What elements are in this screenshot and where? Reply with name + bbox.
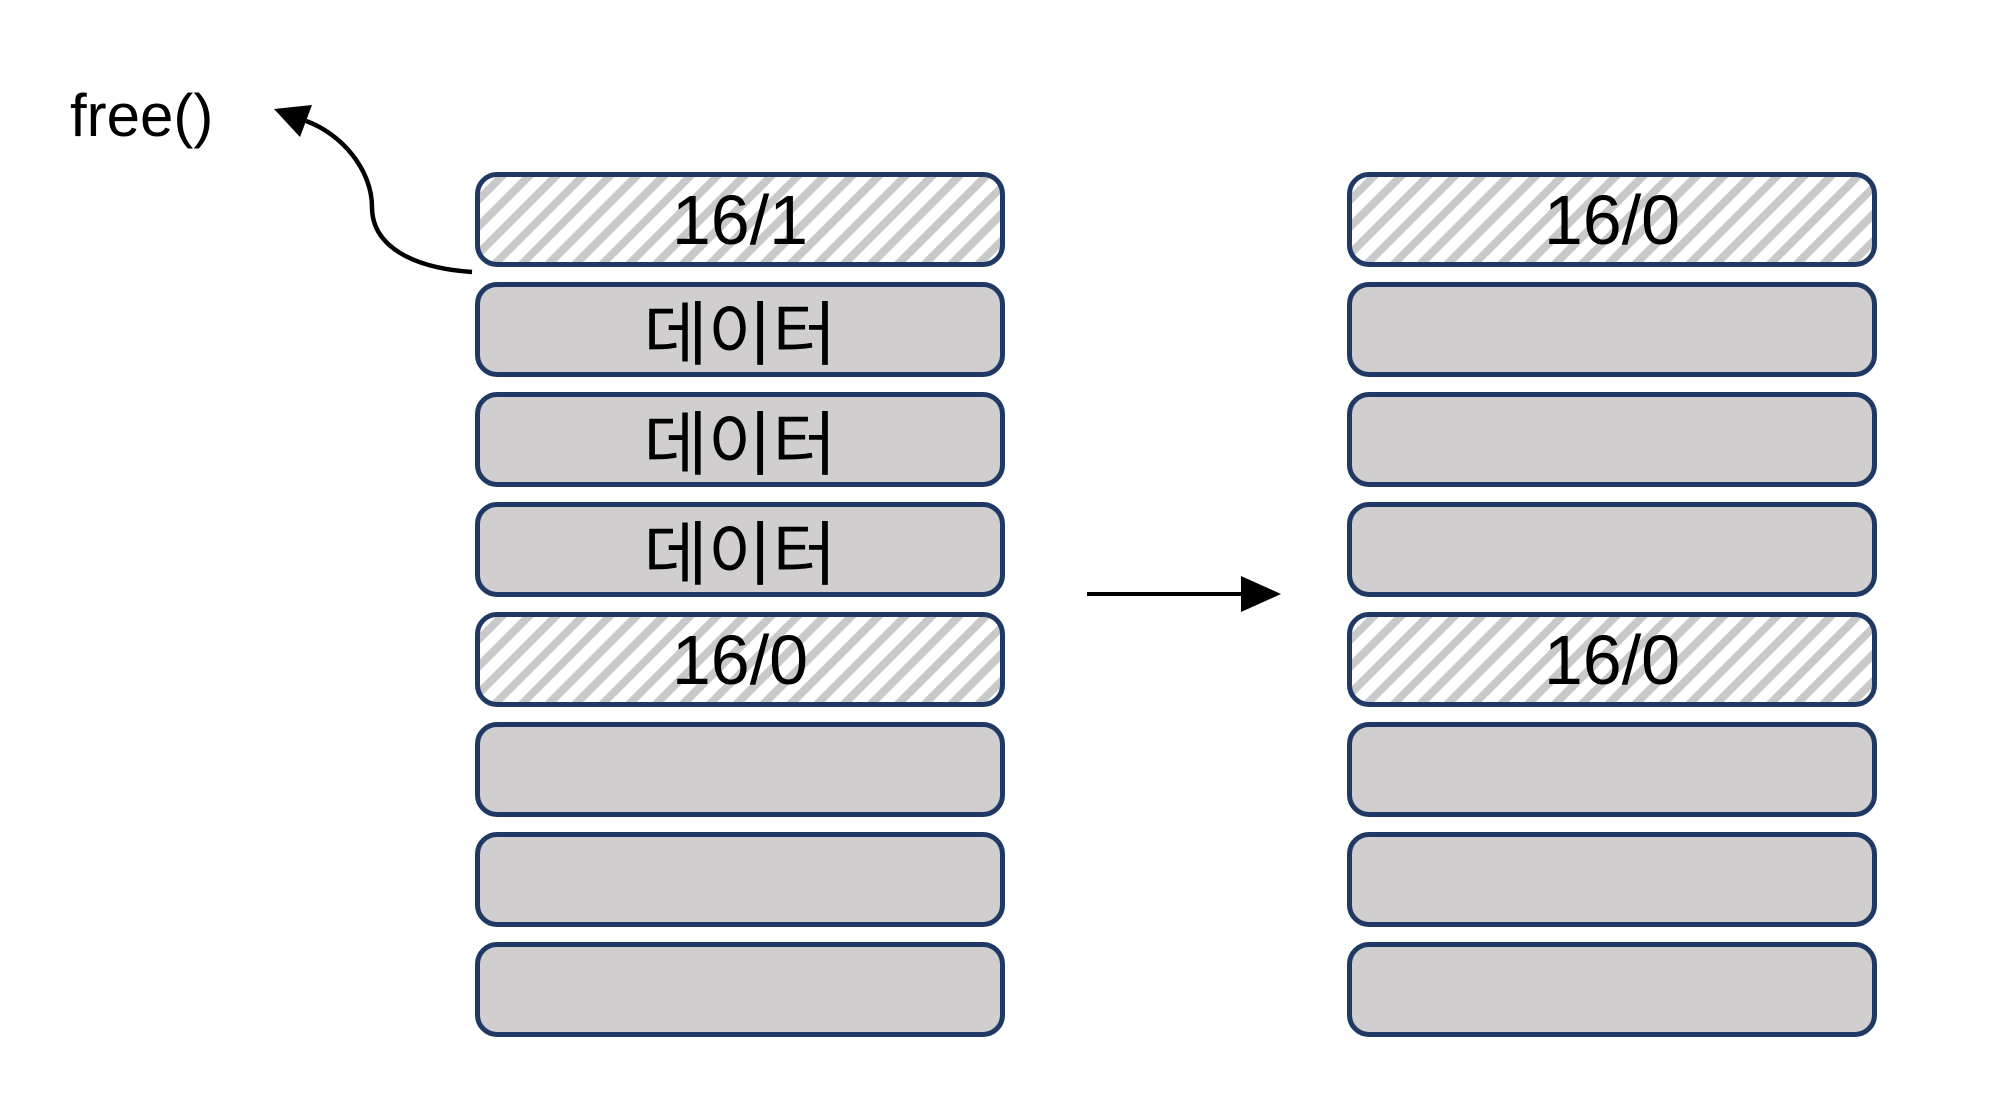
memory-block: 데이터 — [475, 502, 1005, 597]
memory-block: 16/0 — [1347, 172, 1877, 267]
memory-column-before: 16/1 데이터 데이터 데이터 16/0 — [475, 172, 1005, 1037]
transition-arrow-head-icon — [1241, 576, 1281, 612]
memory-block — [1347, 942, 1877, 1037]
memory-block: 데이터 — [475, 392, 1005, 487]
memory-block: 데이터 — [475, 282, 1005, 377]
free-arrow-head-icon — [274, 105, 312, 137]
memory-block: 16/0 — [1347, 612, 1877, 707]
block-label: 데이터 — [643, 516, 837, 594]
block-label: 16/0 — [671, 620, 809, 699]
memory-block — [475, 942, 1005, 1037]
memory-block — [475, 722, 1005, 817]
memory-block: 16/0 — [475, 612, 1005, 707]
free-call-label: free() — [70, 82, 214, 149]
block-label: 데이터 — [643, 296, 837, 374]
memory-block — [1347, 722, 1877, 817]
memory-block — [1347, 282, 1877, 377]
block-label: 16/0 — [1543, 180, 1681, 259]
memory-block — [1347, 502, 1877, 597]
memory-column-after: 16/0 16/0 — [1347, 172, 1877, 1037]
block-label: 16/1 — [671, 180, 809, 259]
memory-block — [1347, 832, 1877, 927]
free-arrow-curve-icon — [305, 118, 473, 275]
memory-block — [475, 832, 1005, 927]
memory-block: 16/1 — [475, 172, 1005, 267]
block-label: 16/0 — [1543, 620, 1681, 699]
block-label: 데이터 — [643, 406, 837, 484]
memory-block — [1347, 392, 1877, 487]
